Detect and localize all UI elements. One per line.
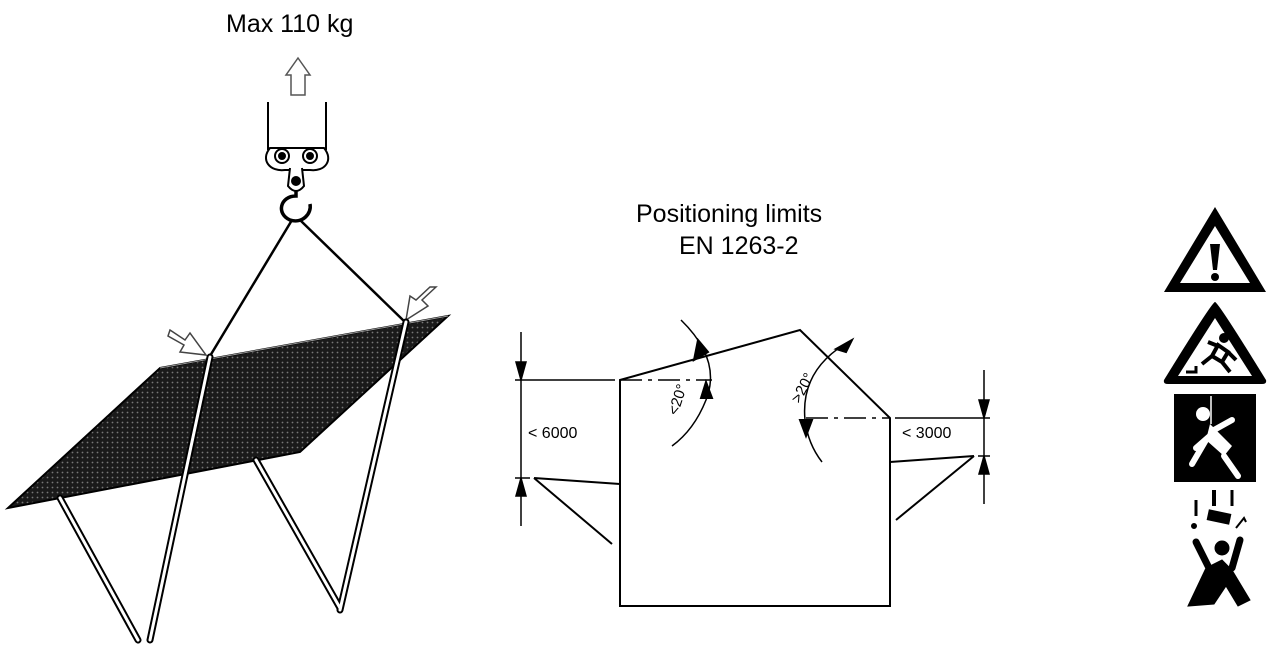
dimension-left [515, 332, 615, 526]
warning-pictograms [1163, 207, 1267, 607]
height-limit-right: < 3000 [902, 425, 952, 442]
height-limit-left: < 6000 [528, 425, 578, 442]
net-bracket-left [533, 477, 621, 545]
positioning-title: Positioning limits [636, 200, 823, 228]
dimension-right [895, 370, 990, 504]
sling-left [208, 219, 294, 357]
lifting-assembly [167, 56, 438, 357]
building-outline [619, 328, 891, 607]
angle-arc-right [803, 339, 853, 463]
crane-hook-icon [279, 190, 312, 223]
attach-arrow-left-icon [167, 328, 208, 356]
sling-right [299, 219, 406, 323]
lift-direction-arrow-icon [284, 56, 312, 96]
falling-objects-icon [1187, 490, 1251, 607]
hoist-sling [267, 102, 327, 150]
fall-hazard-icon [1163, 302, 1267, 384]
attach-arrow-right-icon [404, 286, 438, 322]
positioning-diagram [515, 319, 990, 607]
positioning-standard: EN 1263-2 [679, 232, 799, 260]
net-bracket-right [889, 455, 975, 521]
max-load-label: Max 110 kg [226, 10, 354, 38]
general-warning-icon [1164, 207, 1266, 292]
fall-arrest-harness-icon [1174, 394, 1256, 482]
